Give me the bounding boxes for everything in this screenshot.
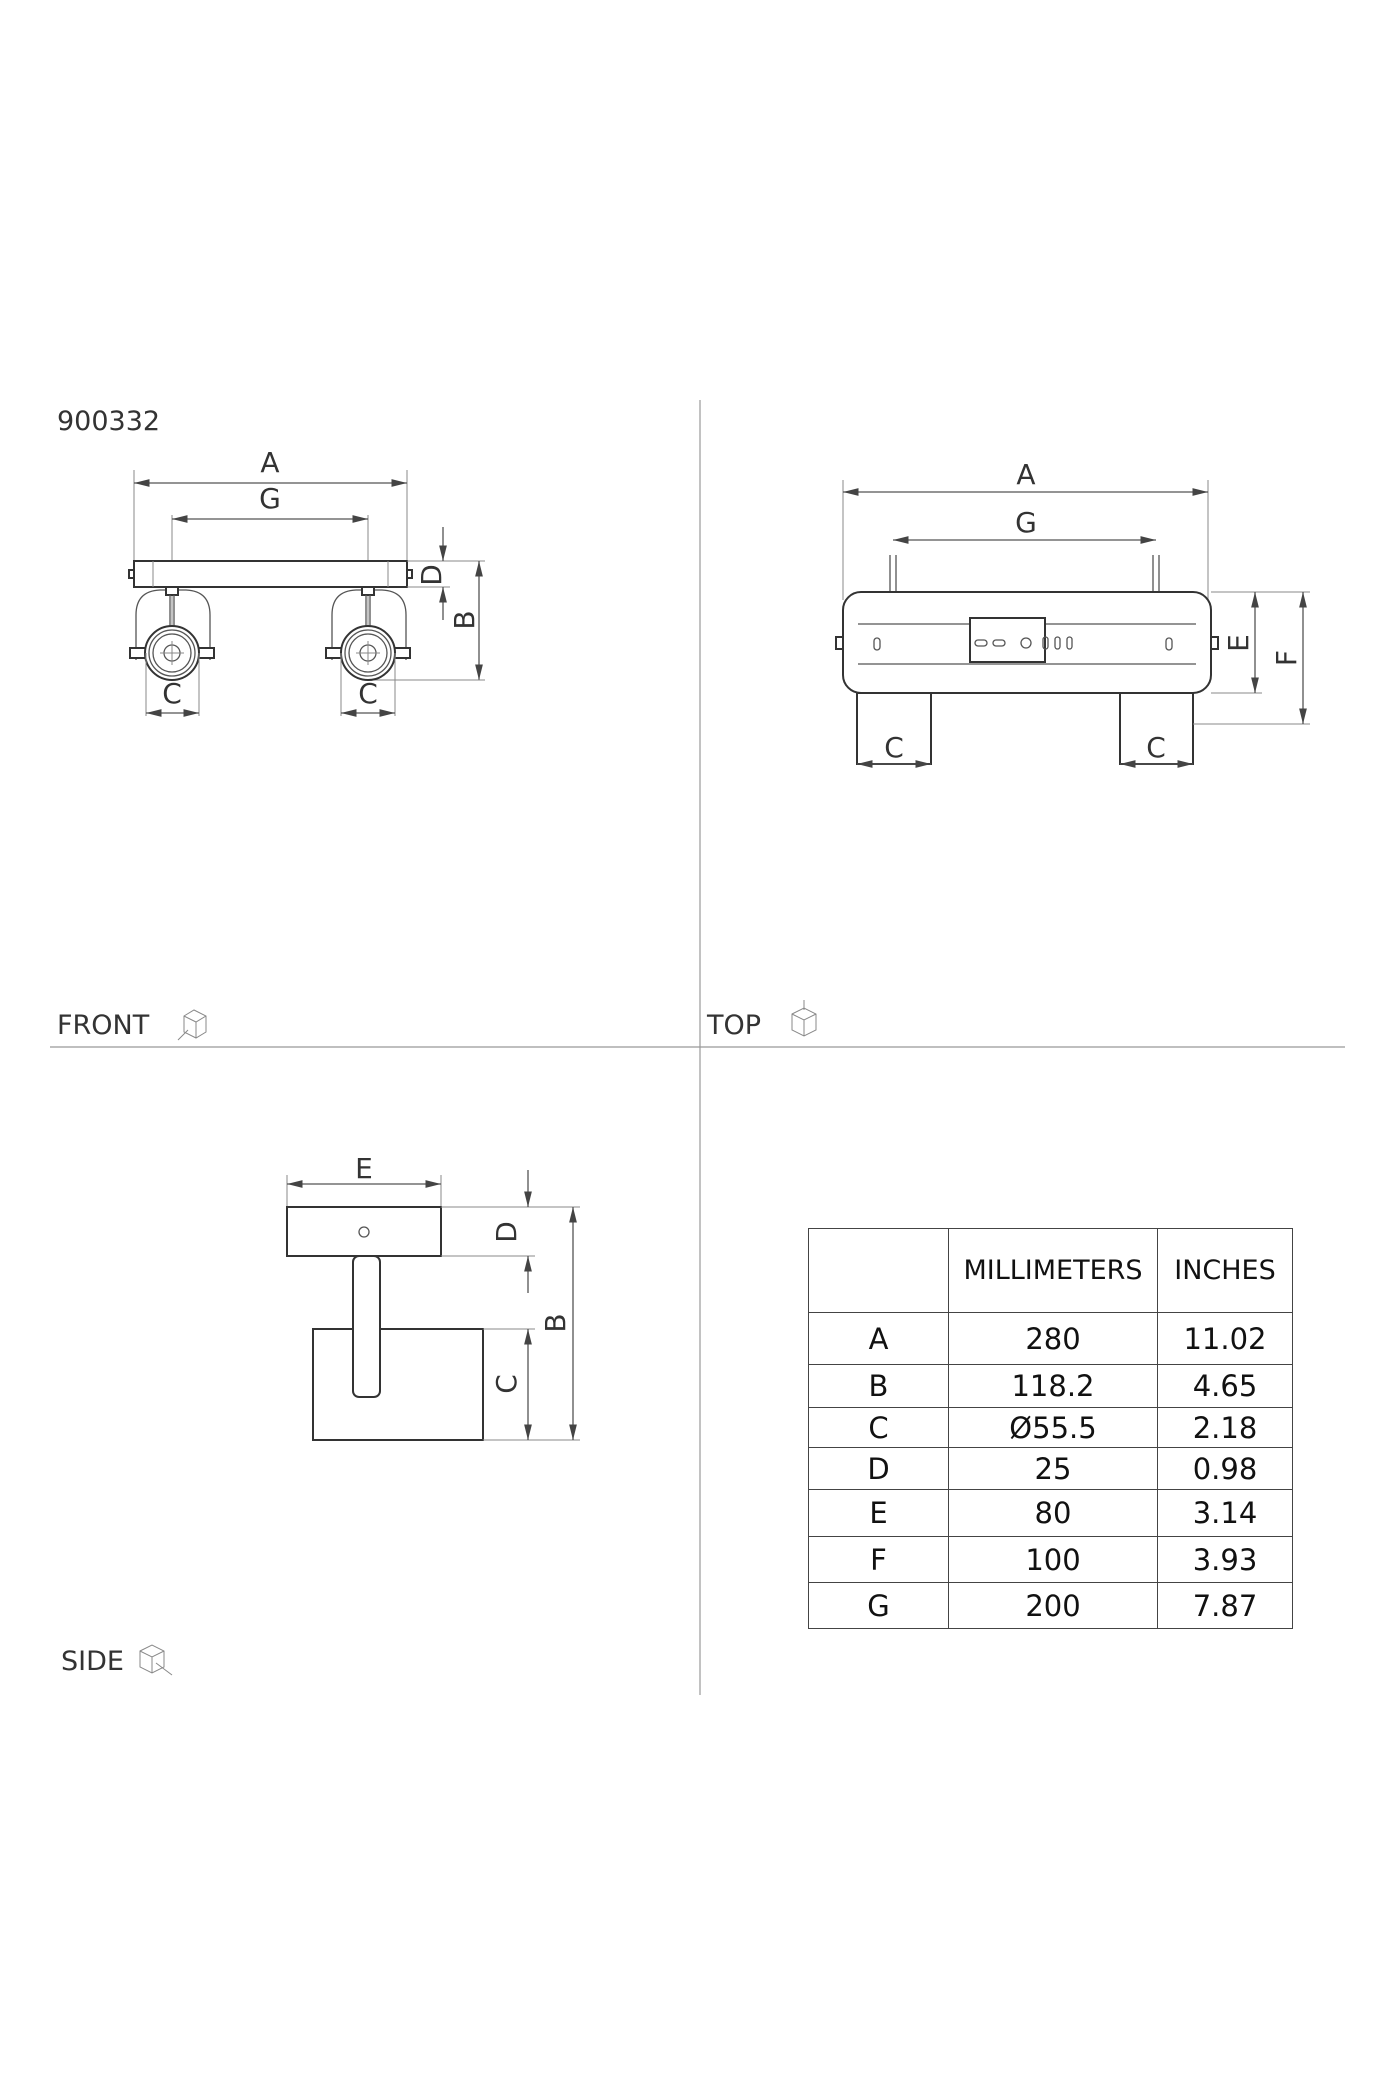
table-header-row: MILLIMETERS INCHES — [808, 1228, 1293, 1313]
row-mm: 200 — [948, 1582, 1158, 1629]
canopy-side — [286, 1206, 442, 1257]
cube-top-icon — [791, 1000, 817, 1037]
row-key: B — [808, 1364, 949, 1408]
dim-label-c: C — [490, 1374, 523, 1394]
spotlight-right — [325, 586, 411, 681]
spot-arm — [352, 1255, 381, 1398]
cube-front-icon — [177, 1009, 207, 1041]
dim-label-a: A — [260, 446, 279, 479]
row-mm: 80 — [948, 1489, 1158, 1537]
dim-label-d: D — [490, 1221, 523, 1243]
header-empty — [808, 1228, 949, 1313]
dim-label-c-left: C — [162, 677, 182, 710]
row-key: A — [808, 1312, 949, 1365]
dim-label-e: E — [1222, 634, 1255, 652]
row-mm: Ø55.5 — [948, 1407, 1158, 1448]
row-mm: 118.2 — [948, 1364, 1158, 1408]
front-view-label: FRONT — [57, 1010, 150, 1041]
row-key: G — [808, 1582, 949, 1629]
row-mm: 100 — [948, 1536, 1158, 1583]
ceiling-bar — [133, 560, 408, 588]
cube-side-icon — [139, 1644, 173, 1676]
header-inches: INCHES — [1157, 1228, 1293, 1313]
row-mm: 280 — [948, 1312, 1158, 1365]
dim-label-a: A — [1016, 458, 1035, 491]
row-in: 11.02 — [1157, 1312, 1293, 1365]
row-in: 7.87 — [1157, 1582, 1293, 1629]
row-in: 3.14 — [1157, 1489, 1293, 1537]
dim-label-c-left: C — [884, 731, 904, 764]
top-view-label: TOP — [706, 1010, 761, 1041]
row-key: C — [808, 1407, 949, 1448]
row-key: F — [808, 1536, 949, 1583]
product-code: 900332 — [57, 406, 160, 437]
dim-label-c-right: C — [358, 677, 378, 710]
side-view-label: SIDE — [61, 1646, 124, 1677]
spot-cylinder — [312, 1328, 484, 1441]
front-view: A G D B C — [128, 446, 485, 717]
top-view: A G E F C C — [835, 458, 1310, 768]
row-in: 4.65 — [1157, 1364, 1293, 1408]
side-view: E D B C — [249, 1152, 580, 1441]
dim-label-b: B — [539, 1313, 572, 1332]
dim-label-g: G — [1015, 506, 1037, 539]
dim-label-b: B — [448, 610, 481, 629]
row-in: 2.18 — [1157, 1407, 1293, 1448]
row-in: 0.98 — [1157, 1447, 1293, 1490]
row-key: D — [808, 1447, 949, 1490]
header-millimeters: MILLIMETERS — [948, 1228, 1158, 1313]
row-in: 3.93 — [1157, 1536, 1293, 1583]
dim-label-g: G — [259, 482, 281, 515]
row-mm: 25 — [948, 1447, 1158, 1490]
row-key: E — [808, 1489, 949, 1537]
dim-label-c-right: C — [1146, 731, 1166, 764]
dim-label-f: F — [1270, 650, 1303, 666]
dim-label-e: E — [355, 1152, 373, 1185]
dim-label-d: D — [415, 564, 448, 586]
